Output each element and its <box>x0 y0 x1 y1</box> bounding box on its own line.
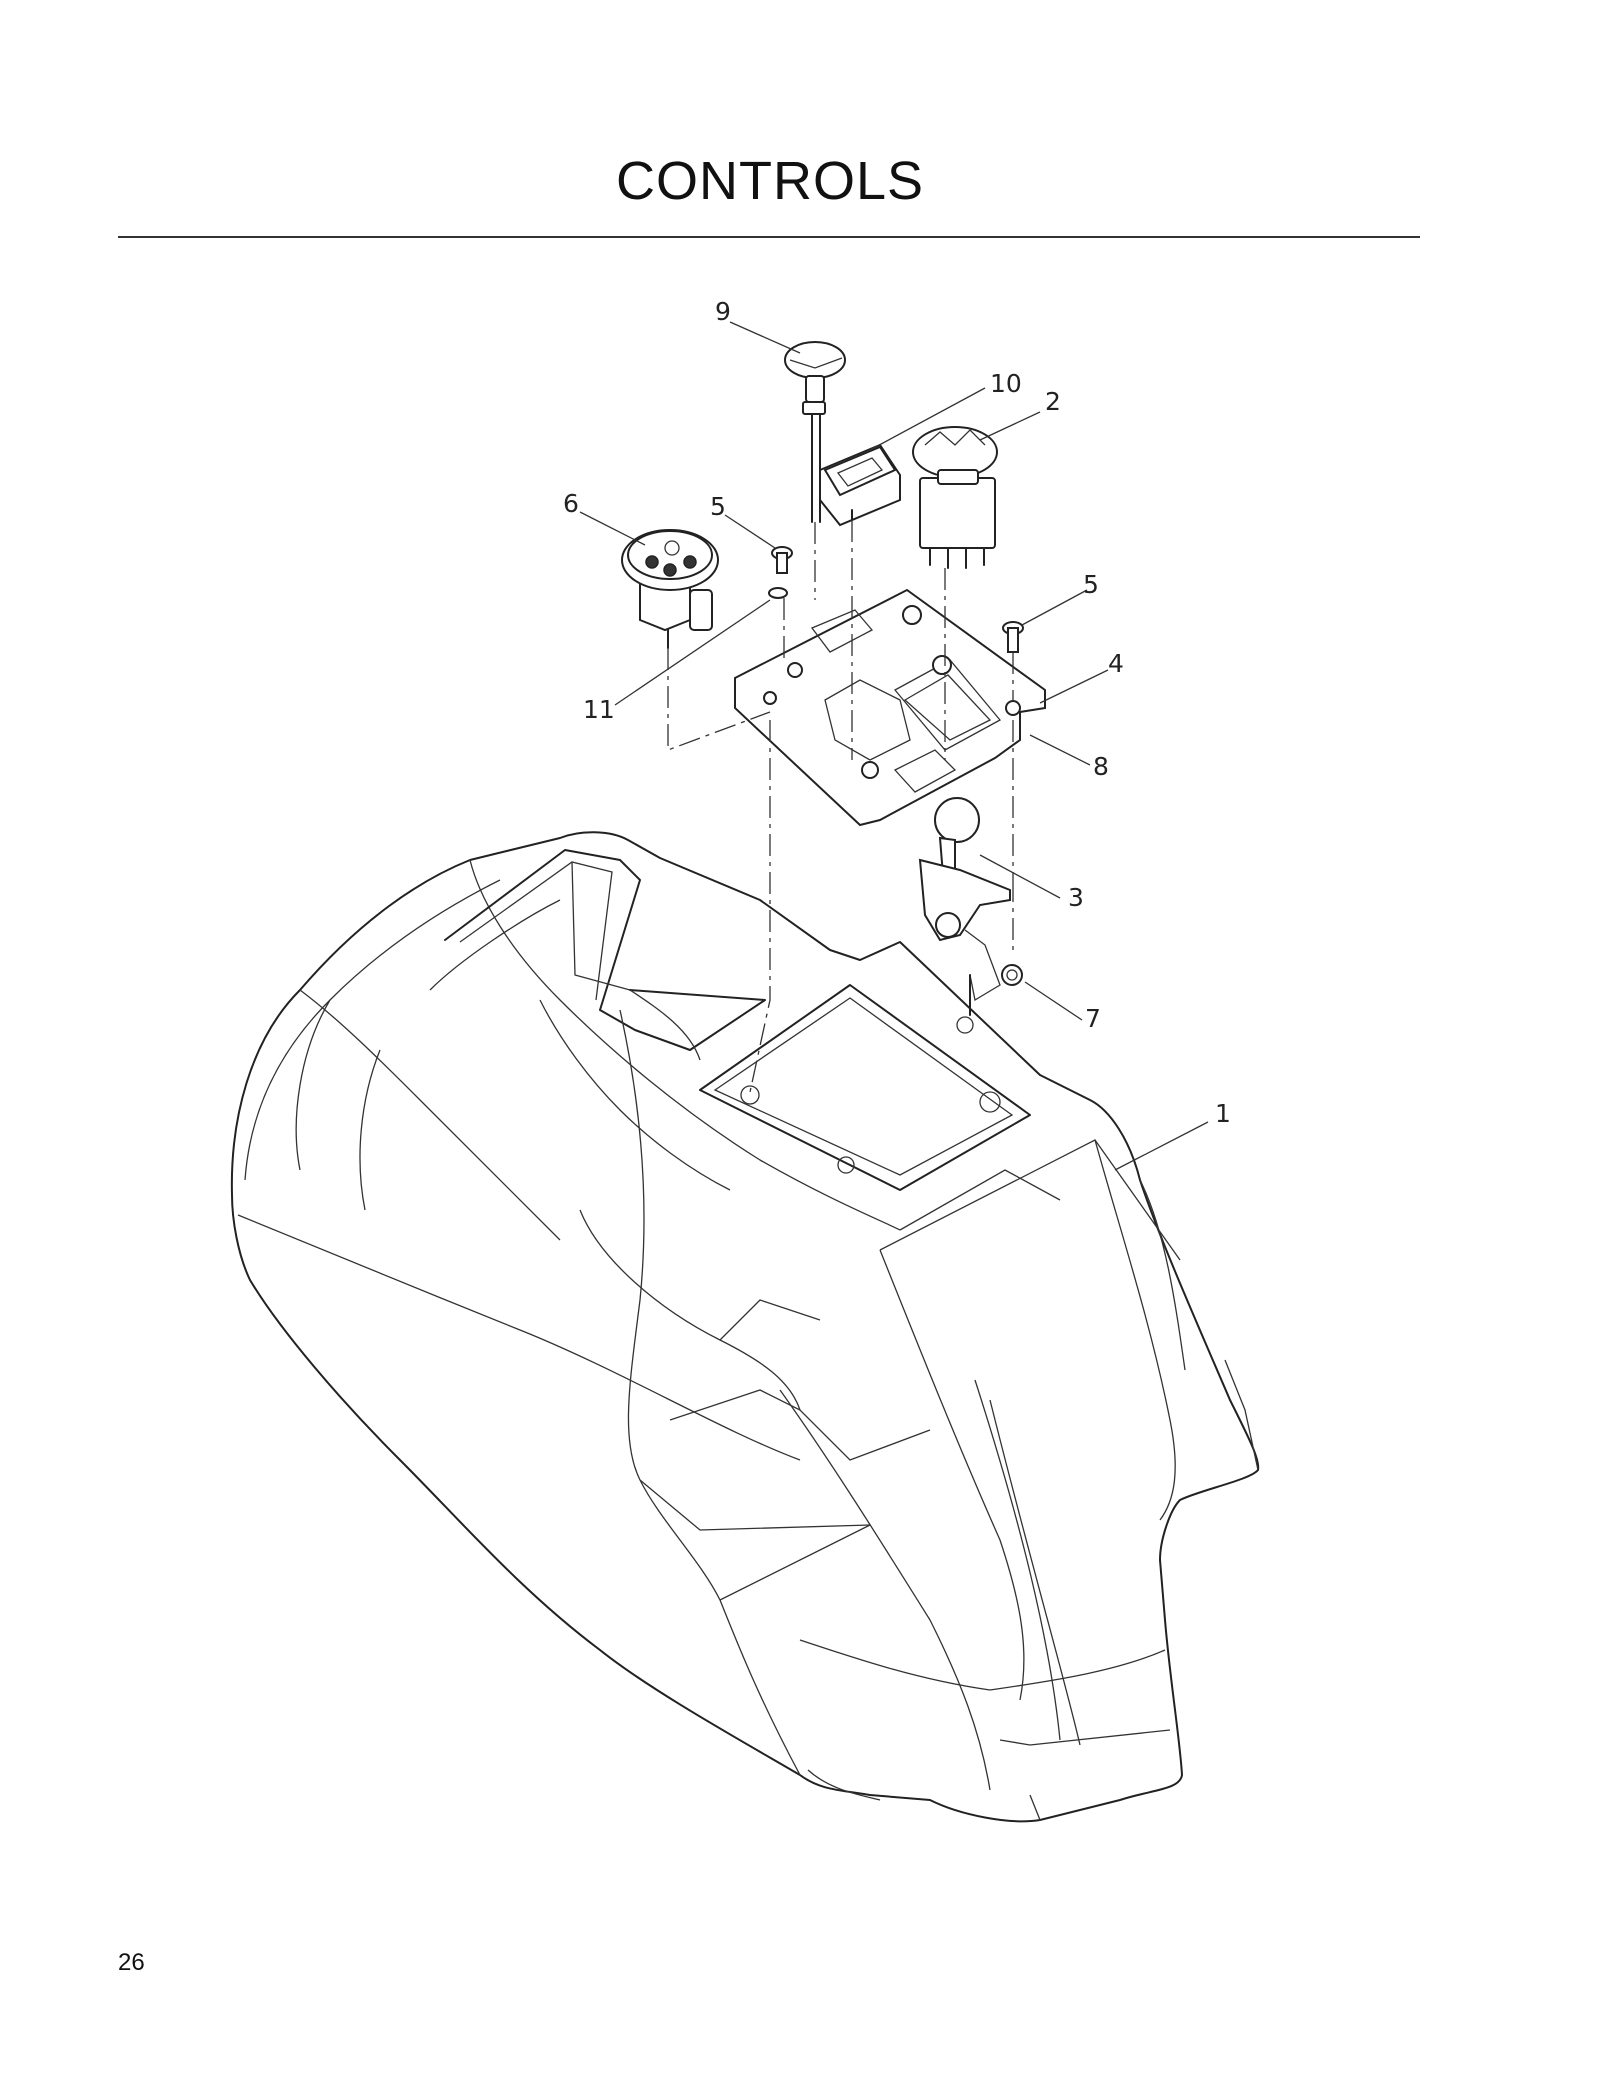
callout-4: 4 <box>1108 649 1124 678</box>
choke-knob <box>784 341 846 523</box>
title-divider <box>118 236 1420 238</box>
callout-8: 8 <box>1093 752 1109 781</box>
hour-meter <box>819 443 901 527</box>
callout-10: 10 <box>990 369 1022 398</box>
fender-console <box>230 831 1260 1823</box>
callout-5-right: 5 <box>1083 570 1099 599</box>
page-title: CONTROLS <box>615 151 925 211</box>
page-number: 26 <box>118 1949 145 1976</box>
nut <box>1001 964 1023 986</box>
screw-left <box>768 546 793 599</box>
callout-5-left: 5 <box>710 492 726 521</box>
callout-3: 3 <box>1068 883 1084 912</box>
screw-right <box>1002 621 1024 653</box>
alignment-lines <box>667 520 1014 1093</box>
callout-11: 11 <box>583 695 615 724</box>
callout-2: 2 <box>1045 387 1061 416</box>
callout-6: 7 <box>1085 1004 1101 1033</box>
callout-1: 1 <box>1215 1099 1231 1128</box>
callout-leaders <box>579 321 1209 1171</box>
control-plate <box>734 588 1046 827</box>
ignition-switch <box>621 529 719 649</box>
throttle-lever <box>918 797 1011 1016</box>
callout-numbers: 9 10 2 6 5 5 4 11 8 3 7 1 <box>563 297 1231 1128</box>
pto-switch <box>912 426 998 569</box>
callout-7: 6 <box>563 489 579 518</box>
callout-9: 9 <box>715 297 731 326</box>
